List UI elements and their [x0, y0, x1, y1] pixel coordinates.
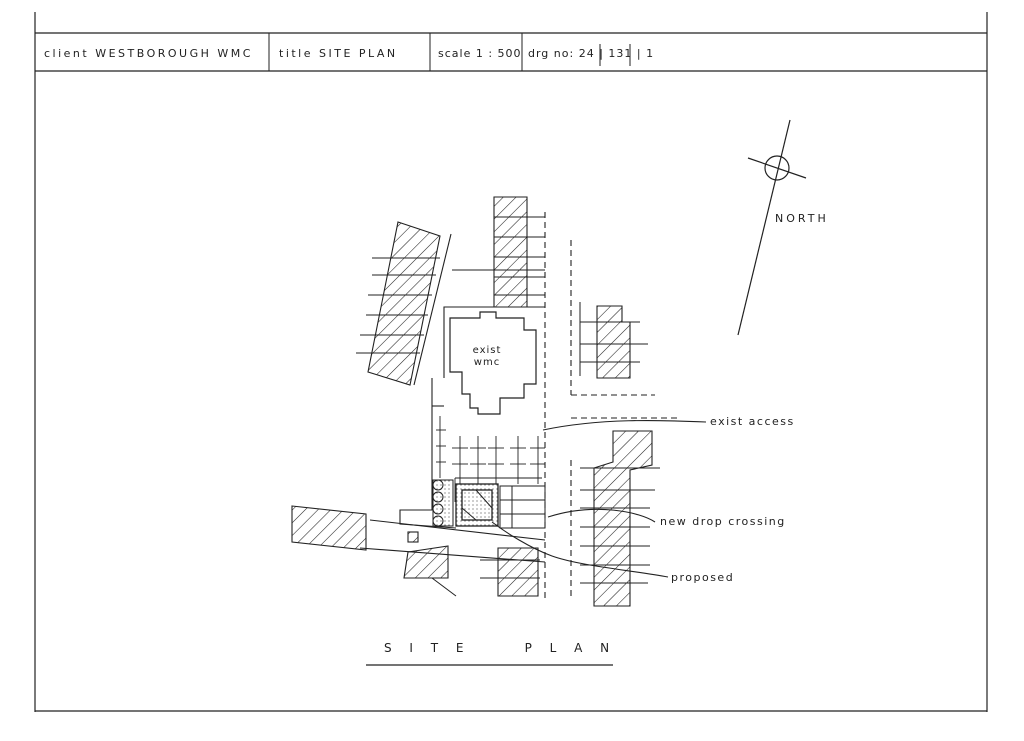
proposed-label: proposed: [671, 571, 735, 584]
parking-bays: [436, 416, 545, 502]
proposed-parking: [499, 485, 546, 529]
landscaping-strip: [432, 479, 454, 527]
proposed-building: [455, 483, 499, 527]
scale-field: scale 1 : 500: [438, 47, 522, 60]
small-square-structure: [407, 531, 419, 543]
plot-boundaries: [356, 216, 660, 597]
north-label: NORTH: [775, 212, 829, 225]
client-field: client WESTBOROUGH WMC: [44, 47, 253, 60]
terrace-block-northwest: [367, 221, 441, 386]
new-drop-crossing-label: new drop crossing: [660, 515, 786, 528]
drawing-number-field: drg no: 24 | 131 | 1: [528, 47, 655, 60]
existing-buildings: [291, 196, 653, 607]
terrace-block-east-lower: [593, 430, 653, 607]
terrace-block-north: [493, 196, 528, 308]
building-label-line-2: wmc: [473, 357, 501, 368]
north-arrow: [737, 119, 807, 336]
existing-club-building: [449, 311, 537, 415]
exist-access-label: exist access: [710, 415, 795, 428]
drawing-caption: S I T E P L A N: [384, 641, 617, 655]
block-south-small: [403, 545, 449, 579]
block-south-middle: [497, 547, 539, 597]
building-label-line-1: exist: [472, 345, 502, 356]
callout-leaders: [491, 419, 707, 578]
club-site-boundary: [399, 306, 545, 529]
block-southwest: [291, 505, 367, 551]
terrace-block-east-upper: [596, 305, 631, 379]
building-label: exist wmc: [462, 345, 512, 369]
title-block-dividers: [268, 33, 631, 71]
title-field: title SITE PLAN: [279, 47, 398, 60]
sheet-border: [34, 12, 988, 712]
street-kerbs: [359, 212, 678, 600]
